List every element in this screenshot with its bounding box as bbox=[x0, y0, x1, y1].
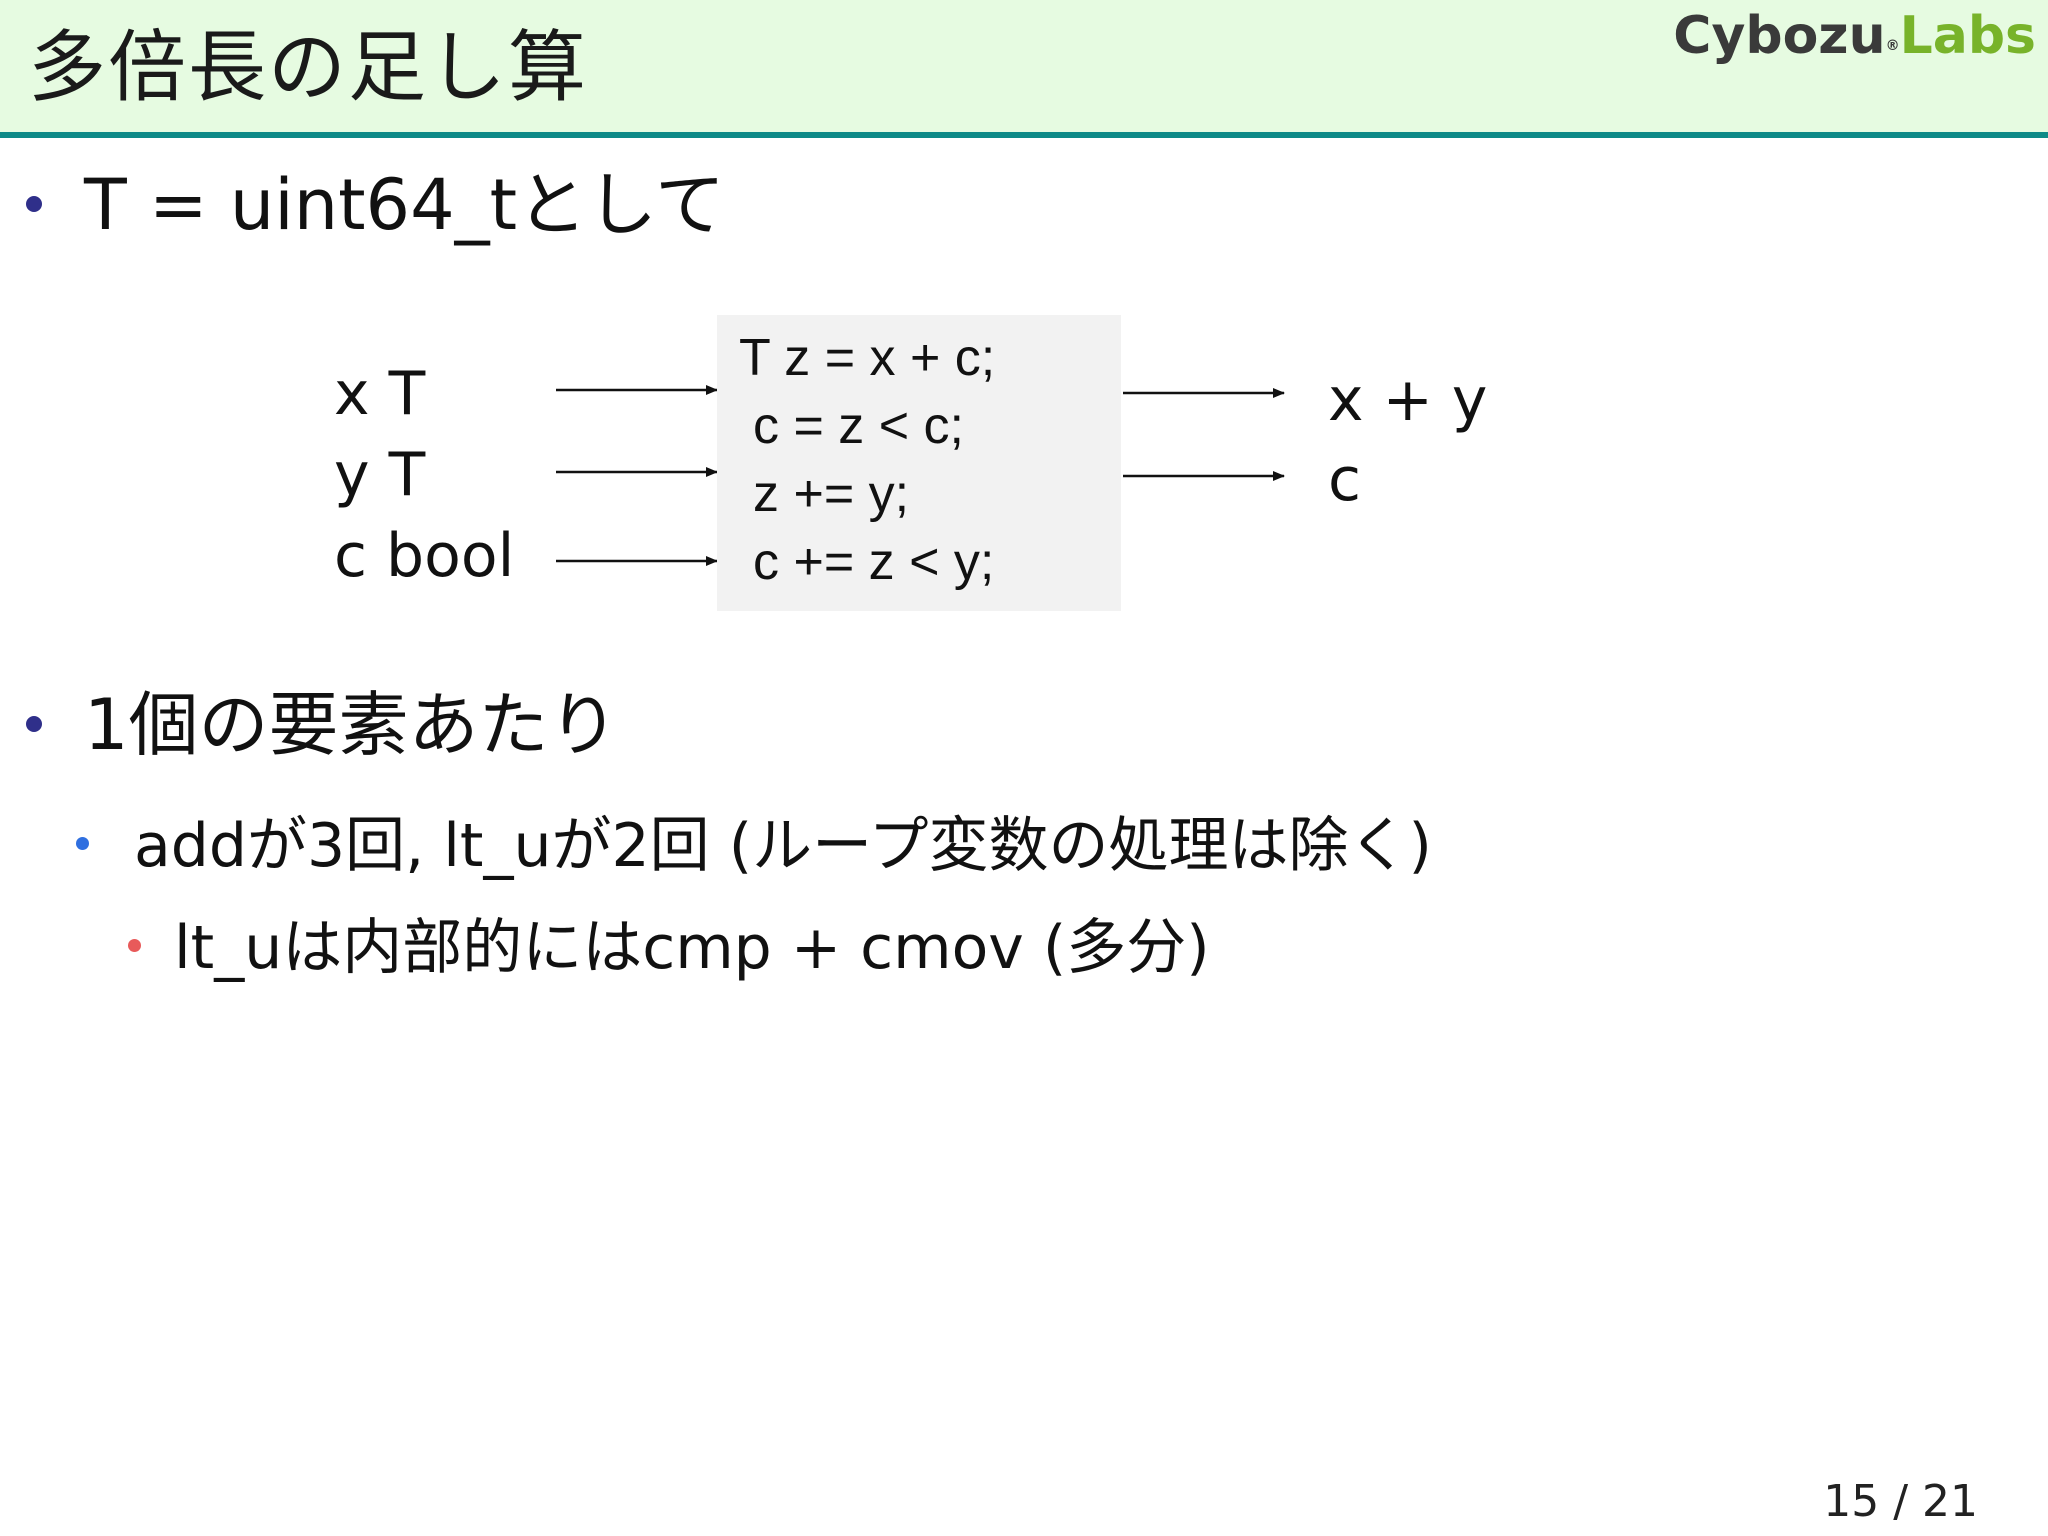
bullet-text: addが3回, lt_uが2回 (ループ変数の処理は除く) bbox=[134, 811, 1432, 881]
header-divider bbox=[0, 132, 2048, 138]
logo-text-cybozu: Cybozu bbox=[1673, 6, 1886, 66]
bullet-text: 1個の要素あたり bbox=[84, 684, 619, 766]
logo-text-labs: Labs bbox=[1899, 6, 2036, 66]
slide-title: 多倍長の足し算 bbox=[28, 23, 589, 113]
bullet-dot bbox=[76, 837, 89, 850]
input-label-y: y T bbox=[334, 440, 426, 510]
bullet-item-2-sub-sub: lt_uは内部的にはcmp + cmov (多分) bbox=[128, 912, 1428, 984]
code-line-4: c += z < y; bbox=[753, 533, 995, 591]
input-label-x: x T bbox=[334, 359, 426, 429]
code-line-2: c = z < c; bbox=[753, 397, 964, 455]
code-line-3: z += y; bbox=[753, 465, 910, 523]
bullet-item-2-sub: addが3回, lt_uが2回 (ループ変数の処理は除く) bbox=[76, 810, 1676, 882]
bullet-dot bbox=[26, 716, 42, 732]
bullet-text: T = uint64_tとして bbox=[84, 164, 725, 246]
bullet-dot bbox=[128, 939, 141, 952]
input-label-c: c bool bbox=[334, 521, 515, 591]
logo-registered-mark: ® bbox=[1885, 38, 1900, 54]
output-label-carry: c bbox=[1328, 445, 1361, 515]
code-line-1: T z = x + c; bbox=[739, 329, 996, 387]
bullet-item-2: 1個の要素あたり bbox=[26, 680, 926, 770]
bullet-text: lt_uは内部的にはcmp + cmov (多分) bbox=[174, 913, 1210, 983]
bullet-dot bbox=[26, 196, 42, 212]
code-block: T z = x + c; c = z < c; z += y; c += z <… bbox=[717, 315, 1121, 611]
output-label-sum: x + y bbox=[1328, 365, 1488, 435]
bullet-item-1: T = uint64_tとして bbox=[26, 160, 926, 250]
page-number: 15 / 21 bbox=[1823, 1476, 1978, 1527]
cybozu-labs-logo: Cybozu®Labs bbox=[1673, 6, 2036, 66]
slide-header: 多倍長の足し算 Cybozu®Labs bbox=[0, 0, 2048, 132]
